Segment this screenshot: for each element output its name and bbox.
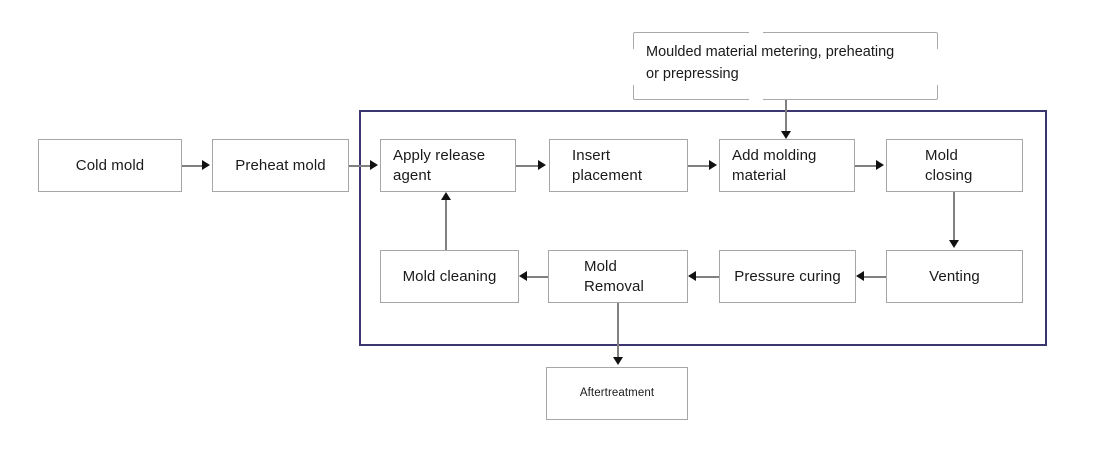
arrowhead-mold-cleaning-in — [519, 271, 527, 281]
note-moulded-material: Moulded material metering, preheating or… — [632, 31, 939, 101]
node-apply-release-agent-label: Apply release agent — [393, 146, 515, 184]
node-mold-closing-line-2: closing — [925, 166, 973, 184]
node-add-molding-material-line-2: material — [732, 166, 787, 184]
node-add-molding-material[interactable]: Add molding material — [719, 139, 855, 192]
node-apply-release-agent[interactable]: Apply release agent — [380, 139, 516, 192]
arrowhead-insert-placement-in — [538, 160, 546, 170]
node-mold-closing[interactable]: Mold closing — [886, 139, 1023, 192]
arrowhead-pressure-curing-in — [856, 271, 864, 281]
arrowhead-mold-closing-in — [876, 160, 884, 170]
node-mold-cleaning-label: Mold cleaning — [402, 267, 497, 285]
arrowhead-add-molding-material-in — [709, 160, 717, 170]
node-pressure-curing-label: Pressure curing — [734, 267, 841, 285]
arrowhead-apply-release-agent-in — [370, 160, 378, 170]
node-mold-removal-label: Mold Removal — [584, 257, 687, 295]
node-insert-placement-line-1: Insert — [572, 147, 611, 165]
edge-insert-placement-to-add-molding-material — [688, 165, 711, 167]
node-add-molding-material-line-1: Add molding — [732, 147, 817, 165]
node-pressure-curing[interactable]: Pressure curing — [719, 250, 856, 303]
node-cold-mold-label: Cold mold — [75, 156, 145, 174]
node-mold-closing-label: Mold closing — [925, 146, 1022, 184]
node-preheat-mold[interactable]: Preheat mold — [212, 139, 349, 192]
note-line-1: Moulded material metering, preheating — [646, 44, 895, 60]
node-mold-closing-line-1: Mold — [925, 147, 958, 165]
edge-pressure-curing-to-mold-removal — [694, 276, 719, 278]
node-venting[interactable]: Venting — [886, 250, 1023, 303]
edge-note-to-add-molding-material — [785, 100, 787, 133]
edge-add-molding-material-to-mold-closing — [855, 165, 877, 167]
node-mold-removal-line-1: Mold — [584, 258, 617, 276]
edge-preheat-mold-to-apply-release-agent — [349, 165, 372, 167]
edge-cold-mold-to-preheat-mold — [182, 165, 204, 167]
node-mold-cleaning[interactable]: Mold cleaning — [380, 250, 519, 303]
node-aftertreatment[interactable]: Aftertreatment — [546, 367, 688, 420]
arrowhead-mold-removal-in — [688, 271, 696, 281]
node-insert-placement-line-2: placement — [572, 166, 643, 184]
node-mold-removal-line-2: Removal — [584, 277, 644, 295]
node-mold-removal[interactable]: Mold Removal — [548, 250, 688, 303]
note-line-2: or prepressing — [646, 66, 739, 83]
arrowhead-preheat-mold-in — [202, 160, 210, 170]
node-aftertreatment-label: Aftertreatment — [579, 387, 655, 400]
edge-mold-removal-to-mold-cleaning — [525, 276, 548, 278]
node-venting-label: Venting — [929, 267, 980, 285]
arrowhead-apply-release-agent-bottom-in — [441, 192, 451, 200]
edge-venting-to-pressure-curing — [862, 276, 886, 278]
node-preheat-mold-label: Preheat mold — [235, 156, 326, 174]
arrowhead-venting-in — [949, 240, 959, 248]
arrowhead-add-molding-material-top-in — [781, 131, 791, 139]
edge-apply-release-agent-to-insert-placement — [516, 165, 540, 167]
node-insert-placement-label: Insert placement — [572, 146, 687, 184]
node-insert-placement[interactable]: Insert placement — [549, 139, 688, 192]
node-cold-mold[interactable]: Cold mold — [38, 139, 182, 192]
process-cycle-group — [359, 110, 1047, 346]
arrowhead-aftertreatment-in — [613, 357, 623, 365]
edge-mold-closing-to-venting — [953, 192, 955, 242]
node-apply-release-agent-line-1: Apply release — [393, 147, 486, 165]
edge-mold-cleaning-to-apply-release-agent — [445, 200, 447, 250]
node-apply-release-agent-line-2: agent — [393, 166, 432, 184]
edge-mold-removal-to-aftertreatment — [617, 303, 619, 359]
node-add-molding-material-label: Add molding material — [732, 146, 854, 184]
